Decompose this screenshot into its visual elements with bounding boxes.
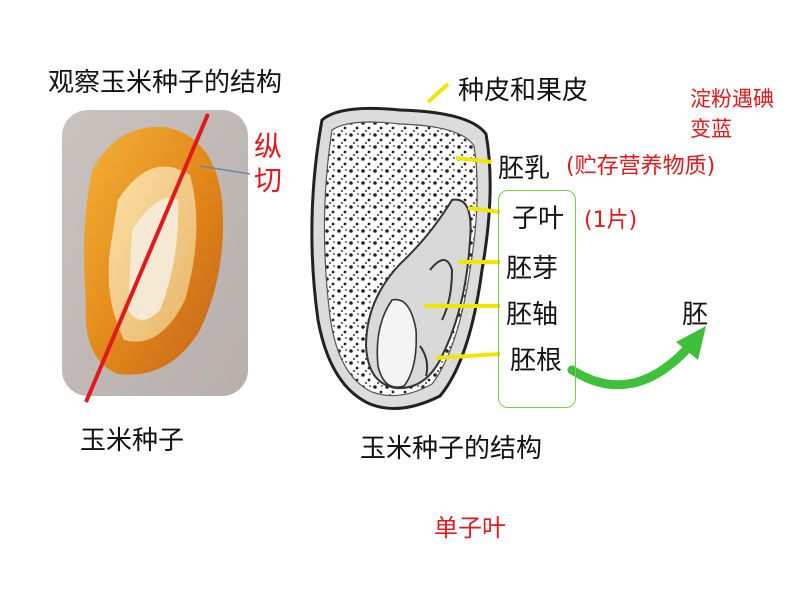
cut-label: 纵切 [254,130,283,197]
label-seed-coat: 种皮和果皮 [458,76,589,106]
cut-pointer-line [199,165,251,175]
embryo-arrowhead [676,326,706,360]
left-caption: 玉米种子 [80,426,185,456]
radicle [419,345,429,377]
right-caption: 玉米种子的结构 [360,434,543,464]
embryo-bracket [498,190,576,408]
pointer-cotyledon [467,206,501,214]
label-embryo: 胚 [682,300,709,330]
cut-line [84,113,210,403]
cotyledon-note: (1片) [584,208,638,233]
label-hypocotyl: 胚轴 [506,300,559,330]
monocot-label: 单子叶 [434,514,506,542]
kernel-white-core [128,198,179,320]
label-endosperm: 胚乳 [498,154,551,184]
embryo-axis [376,298,418,388]
endosperm-note: (贮存营养物质) [566,154,716,179]
left-title: 观察玉米种子的结构 [48,68,283,98]
pointer-endosperm [455,156,493,164]
iodine-note: 淀粉遇碘变蓝 [690,87,774,141]
label-radicle: 胚根 [510,346,563,376]
pointer-radicle [435,352,501,360]
label-cotyledon: 子叶 [512,204,565,234]
embryo-arrow [567,343,693,390]
pointer-seed-coat [426,82,450,104]
label-plumule: 胚芽 [506,254,559,284]
